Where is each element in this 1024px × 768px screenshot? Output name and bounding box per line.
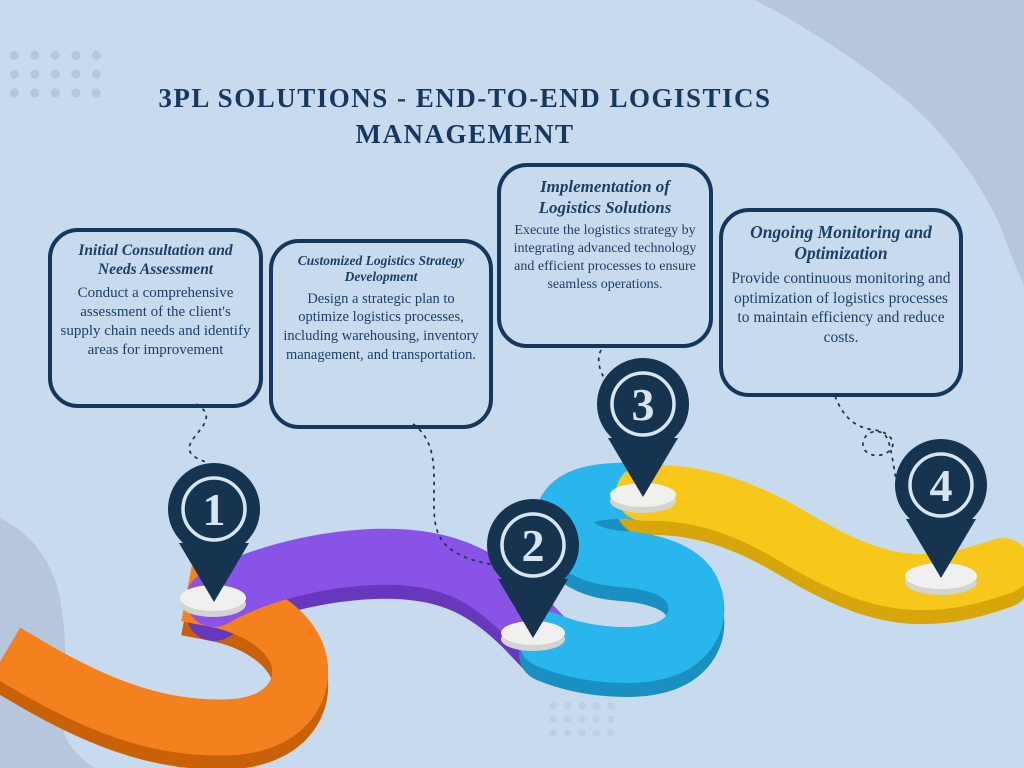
pin-2-ring [500,512,566,578]
step-4-heading: Ongoing Monitoring and Optimization [750,222,932,264]
pin-3-ring [610,371,676,437]
dot-grid-top-left [4,46,108,104]
pin-3-number: 3 [632,379,655,430]
step-1-body: Conduct a comprehensive assessment of th… [60,284,251,359]
step-2-heading: Customized Logistics Strategy Developmen… [297,253,465,285]
dot-grid-bottom-center [546,699,620,743]
callout-step-1: Initial Consultation and Needs Assessmen… [48,228,263,408]
map-pin-3: 3 [597,358,689,497]
pin-1-tail [179,543,249,602]
step-2-body: Design a strategic plan to optimize logi… [283,290,479,363]
pin-1-number: 1 [203,484,226,535]
connector-1 [188,403,208,463]
pin-2-tail [498,579,568,638]
page-title-line1: 3PL SOLUTIONS - END-TO-END LOGISTICS [158,83,772,113]
step-4-body: Provide continuous monitoring and optimi… [731,269,951,347]
callout-step-4: Ongoing Monitoring and Optimization Prov… [719,208,963,397]
step-1-heading: Initial Consultation and Needs Assessmen… [78,242,233,278]
map-pin-2: 2 [487,499,579,638]
pin-1-ring [181,476,247,542]
page-title-line2: MANAGEMENT [355,119,575,149]
step-3-heading: Implementation of Logistics Solutions [538,177,672,217]
pin-3-tail [608,438,678,497]
map-pin-1: 1 [168,463,260,602]
map-pin-4: 4 [895,439,987,578]
road-side-orange [0,580,329,768]
pin-2-number: 2 [522,520,545,571]
pin-4-tail [906,519,976,578]
pin-4-number: 4 [930,460,953,511]
callout-step-3: Implementation of Logistics Solutions Ex… [497,163,713,348]
corner-blob-bottom-left [0,518,95,768]
pin-4-ring [908,452,974,518]
step-3-body: Execute the logistics strategy by integr… [513,223,697,293]
road-top-orange [0,566,329,756]
page-title: 3PL SOLUTIONS - END-TO-END LOGISTICS MAN… [125,80,805,152]
callout-step-2: Customized Logistics Strategy Developmen… [269,239,493,429]
